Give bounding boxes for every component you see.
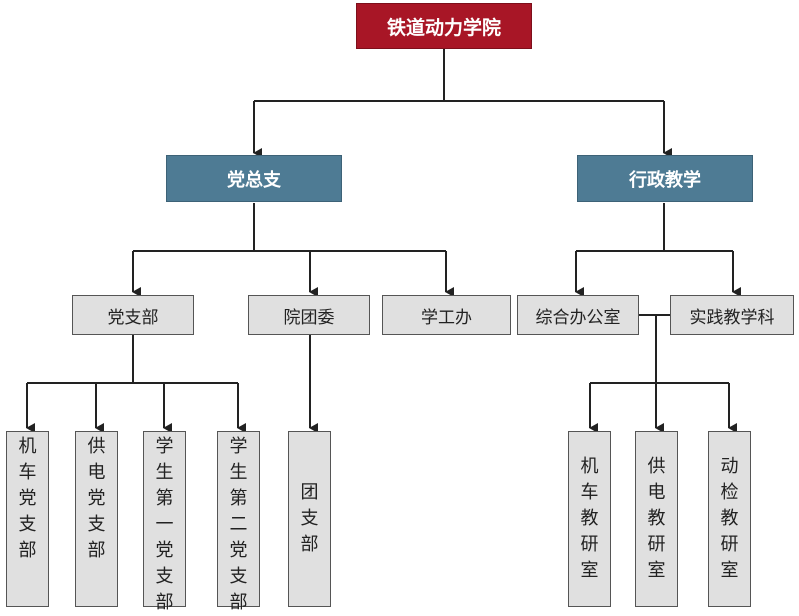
leaf-league-branch: 团支部 — [288, 431, 331, 607]
leaf-power-supply-party-branch: 供电党支部 — [75, 431, 118, 607]
unit-student-affairs: 学工办 — [382, 295, 511, 335]
unit-label: 实践教学科 — [689, 307, 775, 328]
leaf-label: 动检教研室 — [720, 456, 739, 581]
unit-label: 院团委 — [283, 307, 335, 328]
unit-practical-teaching: 实践教学科 — [670, 295, 794, 335]
unit-label: 学工办 — [421, 307, 472, 328]
unit-label: 综合办公室 — [535, 307, 621, 328]
leaf-locomotive-party-branch: 机车党支部 — [6, 431, 49, 607]
leaf-label: 机车教研室 — [580, 456, 599, 581]
leaf-label: 团支部 — [300, 482, 319, 555]
leaf-student-second-party-branch: 学生第二党支部 — [217, 431, 260, 613]
leaf-label: 机车党支部 — [18, 436, 37, 561]
leaf-label: 学生第二党支部 — [229, 436, 248, 613]
leaf-label: 学生第一党支部 — [155, 436, 174, 613]
branch-party-committee: 党总支 — [166, 155, 342, 202]
leaf-label: 供电教研室 — [647, 456, 666, 581]
unit-label: 党支部 — [107, 307, 159, 328]
leaf-locomotive-teaching-office: 机车教研室 — [568, 431, 611, 607]
unit-general-office: 综合办公室 — [517, 295, 639, 335]
leaf-motor-inspection-teaching-office: 动检教研室 — [708, 431, 751, 607]
leaf-student-first-party-branch: 学生第一党支部 — [143, 431, 186, 613]
unit-party-branch-dept: 党支部 — [72, 295, 194, 335]
root-label: 铁道动力学院 — [386, 16, 501, 39]
branch-label: 党总支 — [227, 169, 281, 191]
leaf-power-supply-teaching-office: 供电教研室 — [635, 431, 678, 607]
branch-administration: 行政教学 — [577, 155, 753, 202]
unit-youth-league: 院团委 — [248, 295, 370, 335]
root-node: 铁道动力学院 — [356, 3, 532, 49]
branch-label: 行政教学 — [629, 169, 701, 191]
leaf-label: 供电党支部 — [87, 436, 106, 561]
